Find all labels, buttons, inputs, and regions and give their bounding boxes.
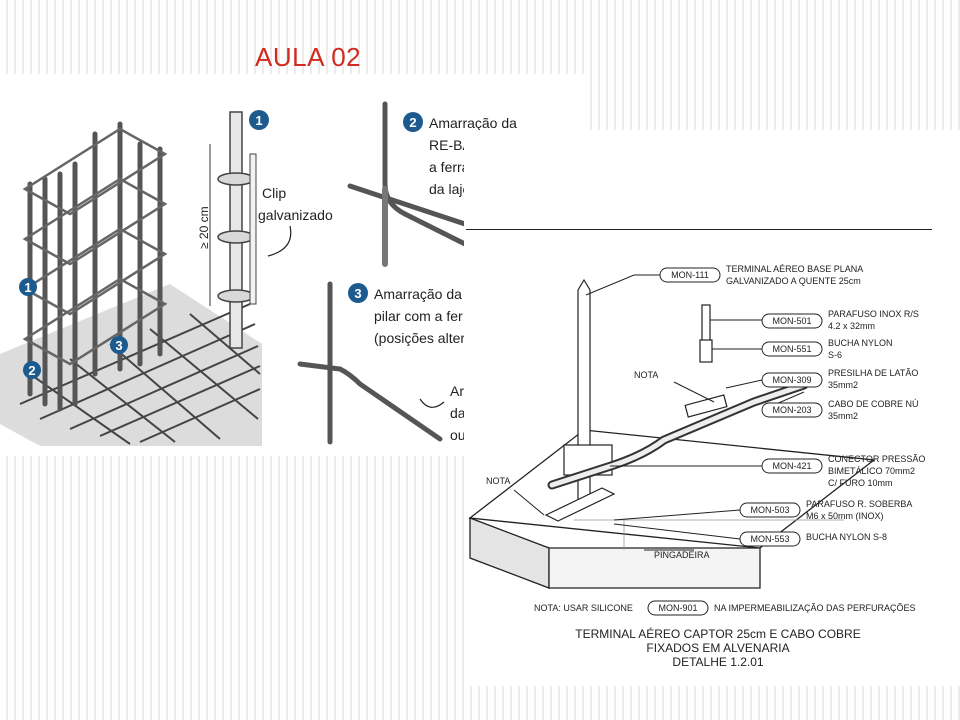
step-2-badge: 2 bbox=[403, 112, 423, 132]
copper-cable-inner bbox=[549, 382, 807, 488]
label-mon-553: MON-553 BUCHA NYLON S-8 bbox=[739, 531, 887, 547]
screw-anchor bbox=[684, 304, 728, 418]
svg-text:BIMETÁLICO 70mm2: BIMETÁLICO 70mm2 bbox=[828, 466, 915, 476]
step-4-caption: Ar da ou bbox=[450, 383, 466, 443]
base-plate bbox=[544, 487, 616, 522]
svg-text:4.2 x 32mm: 4.2 x 32mm bbox=[828, 321, 875, 331]
svg-text:Amarração da: Amarração da bbox=[374, 286, 462, 302]
svg-text:3: 3 bbox=[354, 286, 361, 301]
clip-label-line2: galvanizado bbox=[258, 207, 333, 223]
step-3-marker-left: 3 bbox=[110, 336, 128, 354]
technical-drawing: MON-111 TERMINAL AÉREO BASE PLANA GALVAN… bbox=[468, 264, 925, 669]
technical-drawing-panel: MON-111 TERMINAL AÉREO BASE PLANA GALVAN… bbox=[464, 130, 960, 686]
svg-text:PARAFUSO R. SOBERBA: PARAFUSO R. SOBERBA bbox=[806, 499, 912, 509]
silicone-note: NOTA: USAR SILICONE MON-901 NA IMPERMEAB… bbox=[534, 600, 916, 616]
step-3-caption: Amarração da pilar com a fer (posições a… bbox=[374, 286, 465, 346]
label-mon-501: MON-501 PARAFUSO INOX R/S 4.2 x 32mm bbox=[761, 309, 919, 331]
floor-mesh bbox=[0, 284, 262, 446]
svg-text:Amarração da: Amarração da bbox=[429, 115, 517, 131]
svg-text:MON-553: MON-553 bbox=[750, 534, 789, 544]
svg-text:PARAFUSO INOX R/S: PARAFUSO INOX R/S bbox=[828, 309, 919, 319]
svg-text:da: da bbox=[450, 405, 466, 421]
label-mon-203: MON-203 CABO DE COBRE NÚ 35mm2 bbox=[761, 399, 919, 421]
rebar-drawing: 1 2 3 ≥ 20 cm 1 Clip galvanizado bbox=[0, 101, 517, 446]
drawing-caption: TERMINAL AÉREO CAPTOR 25cm E CABO COBRE … bbox=[575, 626, 860, 669]
svg-text:35mm2: 35mm2 bbox=[828, 411, 858, 421]
nota-label-left: NOTA bbox=[486, 476, 510, 486]
clip-arrow bbox=[267, 225, 292, 257]
clip-detail: ≥ 20 cm bbox=[197, 111, 257, 349]
svg-text:2: 2 bbox=[409, 115, 416, 130]
svg-text:MON-501: MON-501 bbox=[772, 316, 811, 326]
svg-text:CABO DE COBRE NÚ: CABO DE COBRE NÚ bbox=[828, 399, 919, 409]
header-rule bbox=[466, 229, 932, 230]
pingadeira-label: PINGADEIRA bbox=[654, 550, 710, 560]
masonry-block bbox=[468, 429, 876, 589]
label-mon-421: MON-421 CONECTOR PRESSÃO BIMETÁLICO 70mm… bbox=[761, 454, 925, 488]
dimension-label: ≥ 20 cm bbox=[197, 206, 211, 249]
svg-text:M6 x 50mm (INOX): M6 x 50mm (INOX) bbox=[806, 511, 884, 521]
step-3-badge: 3 bbox=[348, 283, 368, 303]
svg-text:NOTA: USAR SILICONE: NOTA: USAR SILICONE bbox=[534, 603, 633, 613]
svg-text:MON-111: MON-111 bbox=[671, 270, 709, 280]
svg-text:GALVANIZADO A QUENTE 25cm: GALVANIZADO A QUENTE 25cm bbox=[726, 276, 861, 286]
svg-text:1: 1 bbox=[24, 280, 31, 295]
svg-text:FIXADOS EM ALVENARIA: FIXADOS EM ALVENARIA bbox=[646, 641, 789, 655]
svg-text:35mm2: 35mm2 bbox=[828, 380, 858, 390]
svg-text:CONECTOR PRESSÃO: CONECTOR PRESSÃO bbox=[828, 454, 925, 464]
svg-text:S-6: S-6 bbox=[828, 350, 842, 360]
label-mon-503: MON-503 PARAFUSO R. SOBERBA M6 x 50mm (I… bbox=[739, 499, 912, 521]
column-stirrups bbox=[22, 127, 168, 366]
label-mon-111: MON-111 TERMINAL AÉREO BASE PLANA GALVAN… bbox=[659, 264, 863, 286]
part-labels: MON-111 TERMINAL AÉREO BASE PLANA GALVAN… bbox=[486, 264, 925, 560]
column-cage bbox=[27, 121, 163, 412]
label-mon-309: MON-309 PRESILHA DE LATÃO 35mm2 bbox=[761, 368, 918, 390]
svg-text:MON-503: MON-503 bbox=[750, 505, 789, 515]
svg-text:ou: ou bbox=[450, 427, 466, 443]
svg-text:NA IMPERMEABILIZAÇÃO DAS PERFU: NA IMPERMEABILIZAÇÃO DAS PERFURAÇÕES bbox=[714, 603, 916, 613]
svg-text:TERMINAL AÉREO BASE PLANA: TERMINAL AÉREO BASE PLANA bbox=[726, 264, 863, 274]
svg-text:MON-309: MON-309 bbox=[772, 375, 811, 385]
svg-text:pilar com a fer: pilar com a fer bbox=[374, 308, 463, 324]
label-mon-551: MON-551 BUCHA NYLON S-6 bbox=[761, 338, 893, 360]
step-4-arrow bbox=[419, 398, 445, 408]
svg-text:3: 3 bbox=[115, 338, 122, 353]
svg-text:DETALHE 1.2.01: DETALHE 1.2.01 bbox=[672, 655, 763, 669]
pillar-detail bbox=[297, 281, 443, 445]
slide-title: AULA 02 bbox=[255, 42, 362, 72]
rebar-slab-detail bbox=[347, 101, 468, 267]
svg-text:da laje: da laje bbox=[429, 181, 470, 197]
svg-text:1: 1 bbox=[255, 113, 262, 128]
svg-text:Ar: Ar bbox=[450, 383, 464, 399]
svg-text:MON-203: MON-203 bbox=[772, 405, 811, 415]
svg-text:BUCHA NYLON S-8: BUCHA NYLON S-8 bbox=[806, 532, 887, 542]
step-1-badge: 1 bbox=[249, 110, 269, 130]
step-1-marker-left: 1 bbox=[19, 278, 37, 296]
svg-text:MON-551: MON-551 bbox=[772, 344, 811, 354]
clip-label-line1: Clip bbox=[262, 185, 286, 201]
svg-text:BUCHA NYLON: BUCHA NYLON bbox=[828, 338, 893, 348]
svg-text:PRESILHA DE LATÃO: PRESILHA DE LATÃO bbox=[828, 368, 918, 378]
svg-text:(posições alter: (posições alter bbox=[374, 330, 465, 346]
svg-text:MON-421: MON-421 bbox=[772, 461, 811, 471]
svg-text:TERMINAL AÉREO CAPTOR 25cm E C: TERMINAL AÉREO CAPTOR 25cm E CABO COBRE bbox=[575, 626, 860, 641]
svg-text:MON-901: MON-901 bbox=[658, 603, 697, 613]
step-2-marker-left: 2 bbox=[23, 361, 41, 379]
nota-label-top: NOTA bbox=[634, 370, 658, 380]
svg-text:C/ FURO 10mm: C/ FURO 10mm bbox=[828, 478, 893, 488]
leader-lines bbox=[513, 274, 805, 551]
svg-text:2: 2 bbox=[28, 363, 35, 378]
